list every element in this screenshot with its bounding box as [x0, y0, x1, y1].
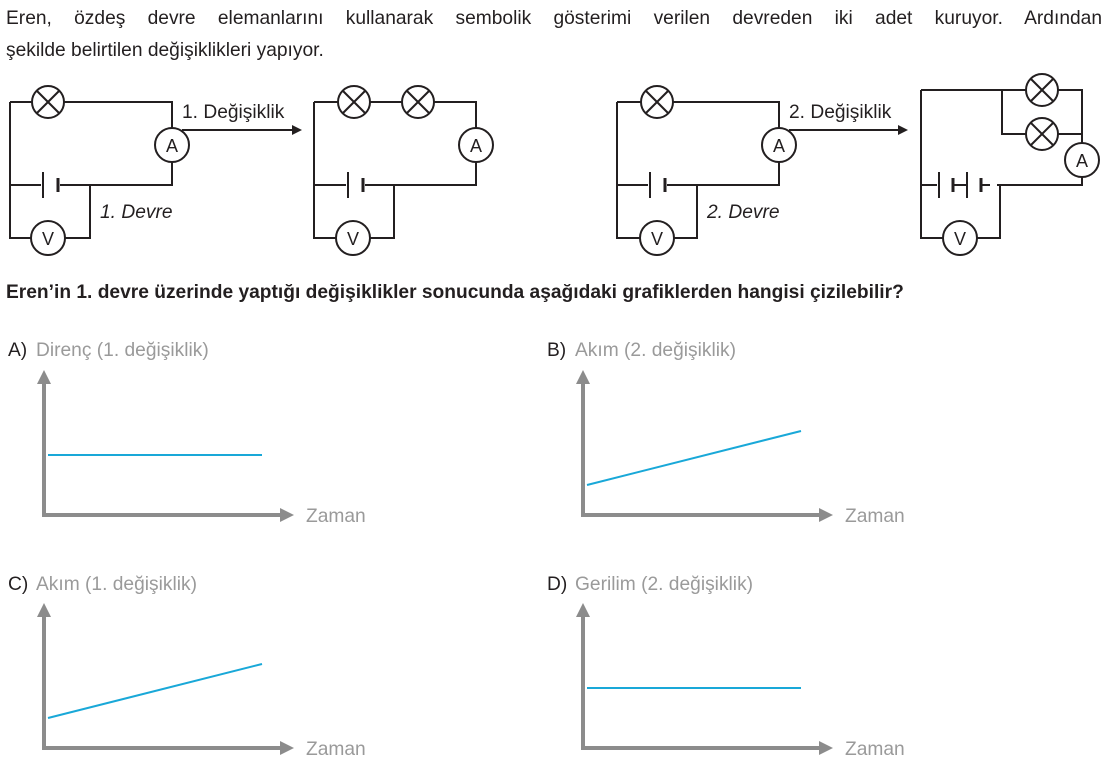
y-axis-arrow-icon — [576, 370, 590, 384]
graph-line-b — [586, 430, 802, 486]
option-letter-b[interactable]: B) — [547, 340, 566, 361]
intro-line-2: şekilde belirtilen değişiklikleri yapıyo… — [6, 40, 324, 61]
voltmeter-symbol: V — [954, 229, 966, 249]
circuit-1-label: 1. Devre — [100, 202, 173, 223]
circuit-2-modified: A V — [920, 73, 1100, 256]
voltmeter-icon: V — [335, 220, 371, 256]
voltmeter-symbol: V — [42, 229, 54, 249]
option-letter-d[interactable]: D) — [547, 574, 567, 595]
graph-option-b[interactable]: B) Akım (2. değişiklik) Zaman — [547, 340, 905, 527]
y-axis-arrow-icon — [576, 603, 590, 617]
ammeter-symbol: A — [1076, 151, 1088, 171]
graph-title-d: Gerilim (2. değişiklik) — [575, 574, 753, 595]
graph-title-c: Akım (1. değişiklik) — [36, 574, 197, 595]
ammeter-icon: A — [761, 127, 797, 163]
x-axis-label-a: Zaman — [306, 506, 366, 527]
ammeter-icon: A — [154, 127, 190, 163]
battery-icon — [937, 172, 997, 198]
voltmeter-icon: V — [942, 220, 978, 256]
x-axis-arrow-icon — [819, 741, 833, 755]
ammeter-icon: A — [458, 127, 494, 163]
x-axis-label-d: Zaman — [845, 739, 905, 760]
voltmeter-symbol: V — [651, 229, 663, 249]
ammeter-symbol: A — [773, 136, 785, 156]
battery-icon — [41, 172, 60, 198]
x-axis-label-c: Zaman — [306, 739, 366, 760]
x-axis-arrow-icon — [280, 508, 294, 522]
intro-text: Eren, özdeş devre elemanlarını kullanara… — [6, 3, 1102, 67]
graph-option-c[interactable]: C) Akım (1. değişiklik) Zaman — [8, 574, 366, 760]
battery-icon — [346, 172, 365, 198]
graph-option-a[interactable]: A) Direnç (1. değişiklik) Zaman — [8, 340, 366, 527]
ammeter-symbol: A — [470, 136, 482, 156]
y-axis-arrow-icon — [37, 603, 51, 617]
y-axis-arrow-icon — [37, 370, 51, 384]
change-2-label: 2. Değişiklik — [789, 102, 892, 123]
option-letter-c[interactable]: C) — [8, 574, 28, 595]
circuit-1: A V — [9, 85, 190, 256]
x-axis-label-b: Zaman — [845, 506, 905, 527]
ammeter-icon: A — [1064, 142, 1100, 178]
x-axis-arrow-icon — [280, 741, 294, 755]
graph-title-b: Akım (2. değişiklik) — [575, 340, 736, 361]
intro-line-1: Eren, özdeş devre elemanlarını kullanara… — [6, 8, 1102, 29]
option-letter-a[interactable]: A) — [8, 340, 27, 361]
graph-option-d[interactable]: D) Gerilim (2. değişiklik) Zaman — [547, 574, 905, 760]
voltmeter-icon: V — [639, 220, 675, 256]
circuit-diagrams: A V — [9, 73, 1100, 256]
voltmeter-symbol: V — [347, 229, 359, 249]
change-1-label: 1. Değişiklik — [182, 102, 285, 123]
circuit-1-modified: A V — [313, 85, 494, 256]
x-axis-arrow-icon — [819, 508, 833, 522]
ammeter-symbol: A — [166, 136, 178, 156]
circuit-2-label: 2. Devre — [706, 202, 780, 223]
circuit-2: A V — [616, 85, 797, 256]
battery-icon — [648, 172, 667, 198]
graph-line-c — [47, 663, 263, 719]
graph-title-a: Direnç (1. değişiklik) — [36, 340, 209, 361]
voltmeter-icon: V — [30, 220, 66, 256]
question-text: Eren’in 1. devre üzerinde yaptığı değişi… — [6, 282, 904, 303]
